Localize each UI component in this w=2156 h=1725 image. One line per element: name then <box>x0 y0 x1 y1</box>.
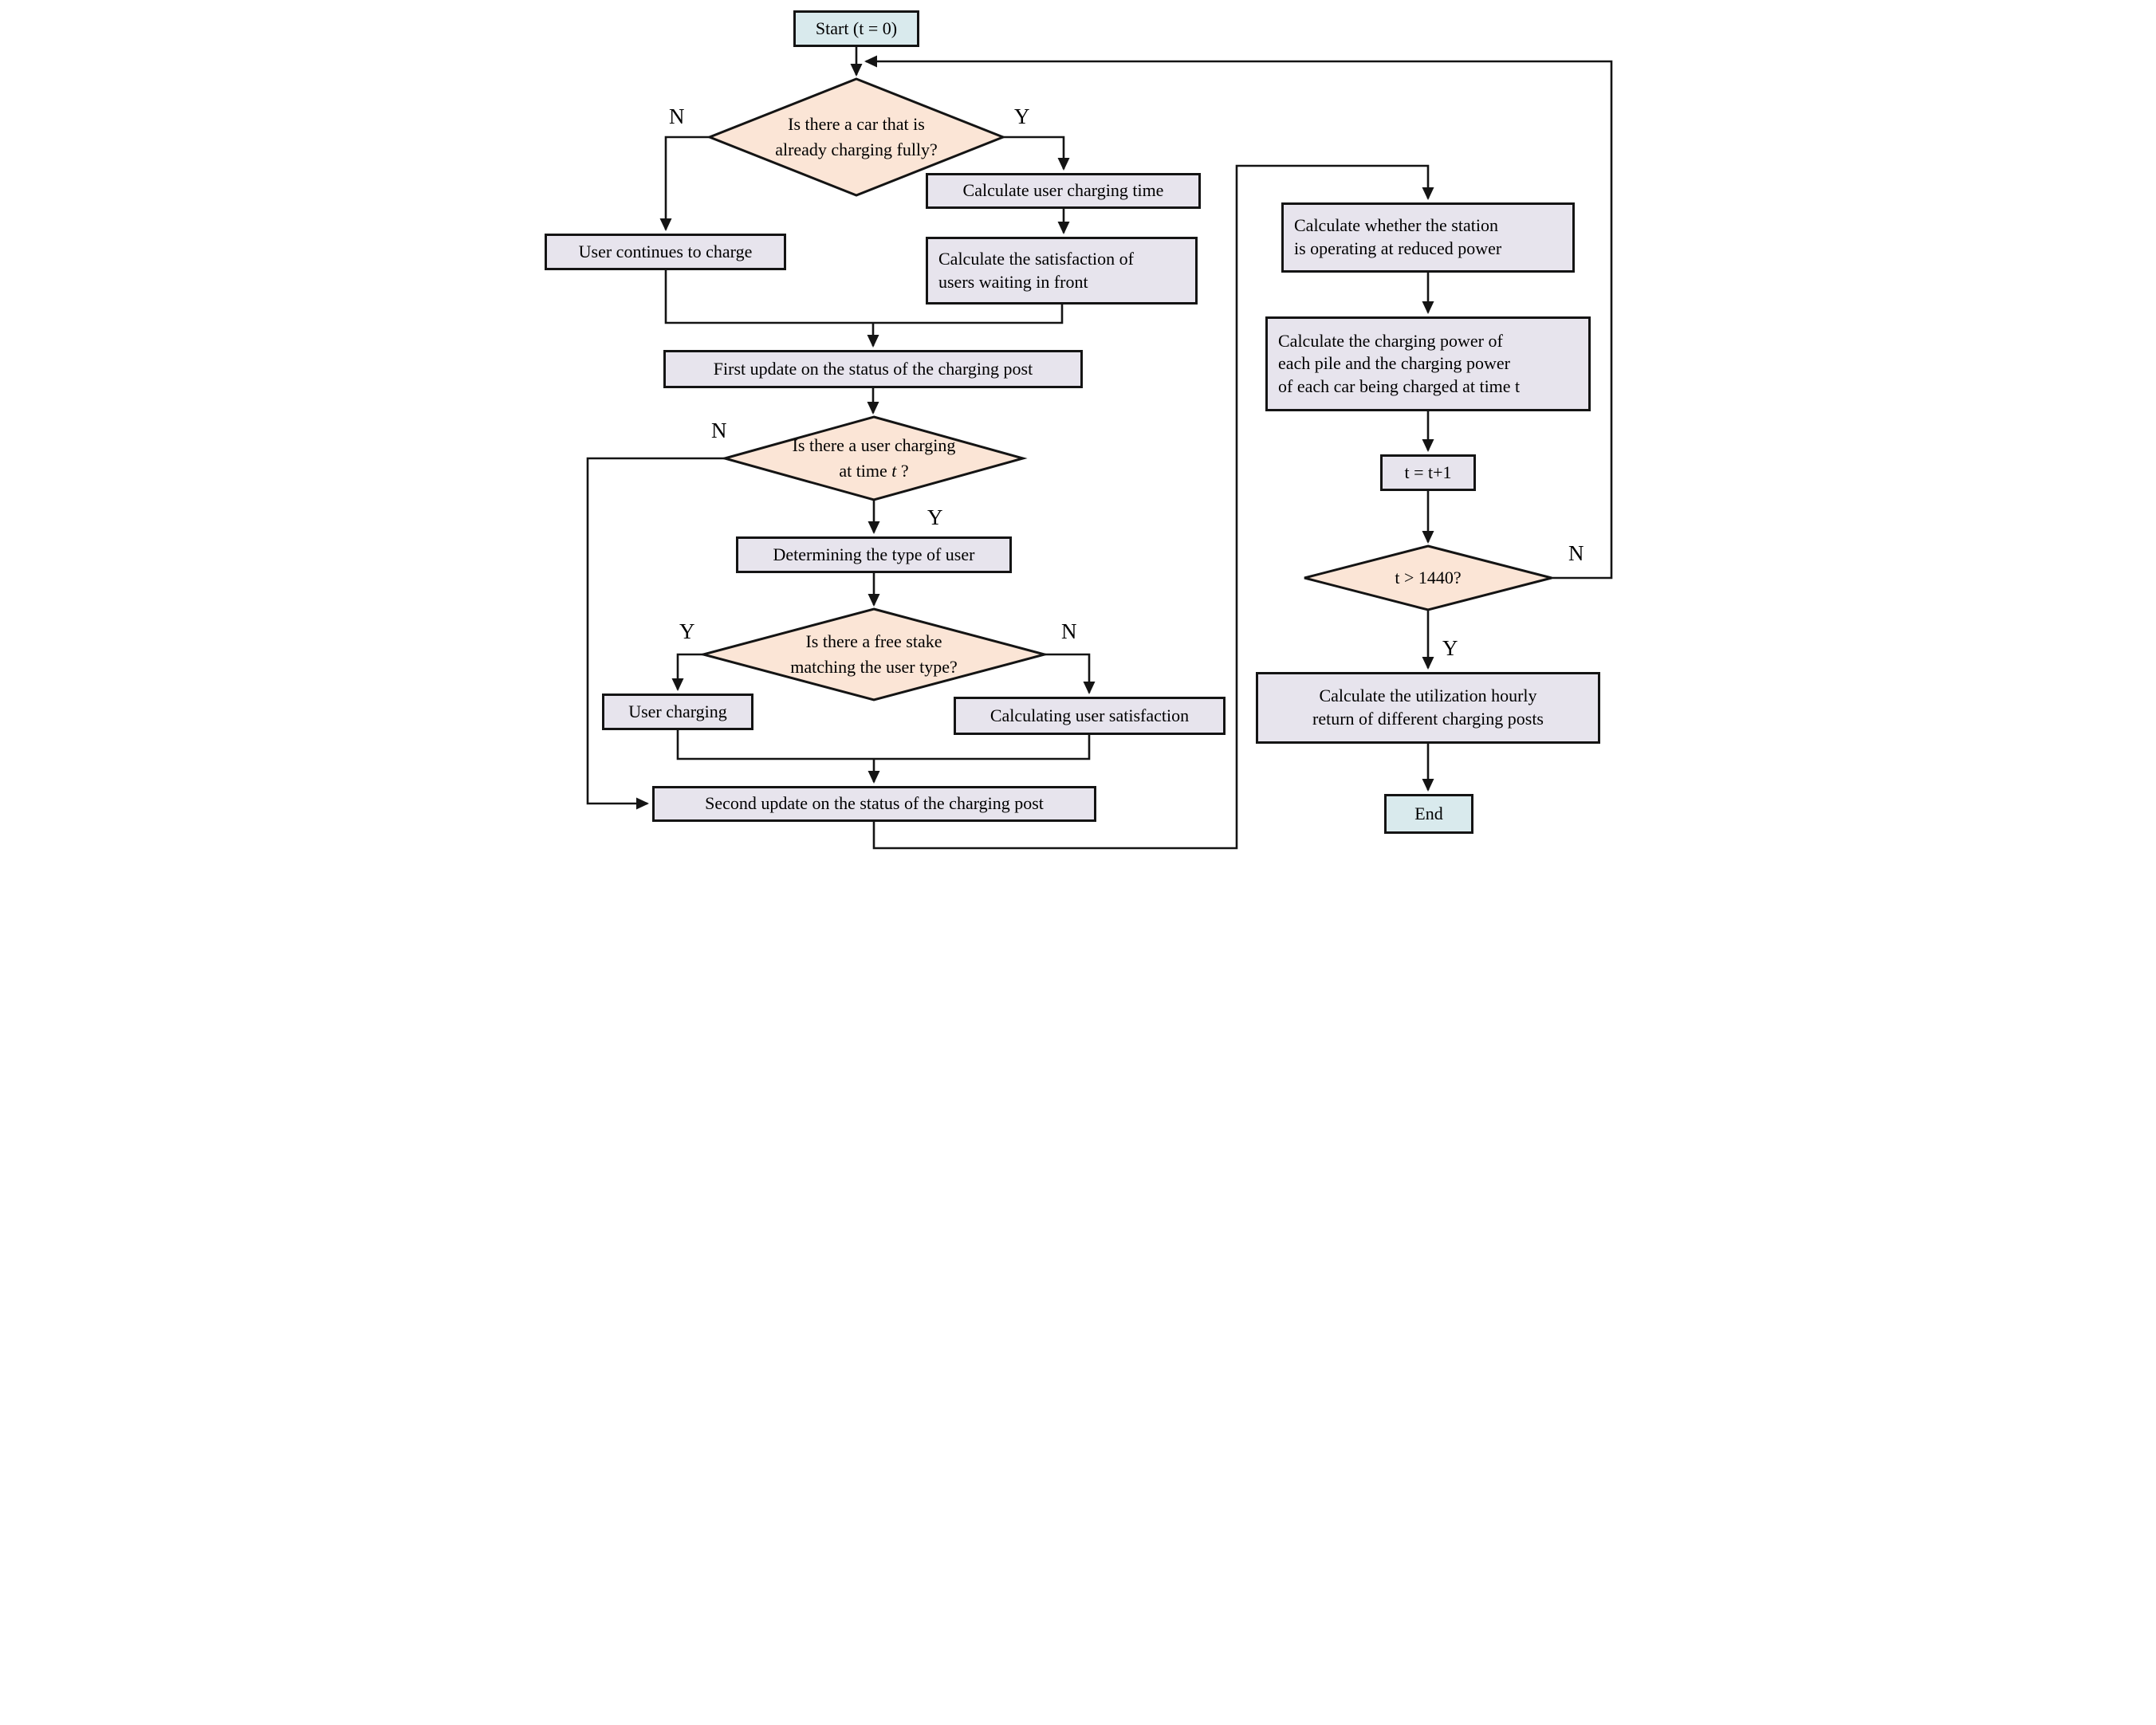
decision-t-1440-shape <box>1304 544 1552 611</box>
node-user-charging: User charging <box>602 694 753 730</box>
edge-d3-n <box>1045 653 1096 694</box>
node-calculate-reduced-power: Calculate whether the station is operati… <box>1281 202 1575 273</box>
node-start: Start (t = 0) <box>793 10 919 47</box>
node-calculating-user-satisfaction: Calculating user satisfaction <box>954 697 1226 735</box>
start-label: Start (t = 0) <box>815 18 898 38</box>
branch-label-d1-n: N <box>669 104 685 128</box>
branch-label-d4-n: N <box>1568 541 1584 565</box>
edge-d4-n-return-loop <box>864 55 1613 580</box>
end-label: End <box>1414 803 1443 823</box>
node-second-update-charging-post: Second update on the status of the charg… <box>652 786 1096 822</box>
edge-merge2-rail <box>676 730 1091 760</box>
node-calculate-charging-power: Calculate the charging power of each pil… <box>1265 316 1591 411</box>
decision-user-charging-shape <box>720 415 1028 501</box>
edge-d2-n <box>586 457 725 810</box>
branch-label-d4-y: Y <box>1442 636 1458 660</box>
edge-d1-n <box>659 136 710 231</box>
branch-label-d3-y: Y <box>679 619 695 643</box>
node-determining-user-type: Determining the type of user <box>736 536 1012 573</box>
node-t-increment: t = t+1 <box>1380 454 1476 491</box>
flowchart-canvas: Start (t = 0) End Is there a car that is… <box>539 0 1617 862</box>
node-first-update-charging-post: First update on the status of the chargi… <box>663 350 1083 388</box>
edge-d3-y <box>671 653 703 691</box>
node-calculate-utilization-return: Calculate the utilization hourly return … <box>1256 672 1600 744</box>
node-user-continues-to-charge: User continues to charge <box>545 234 786 270</box>
decision-free-stake-shape <box>698 607 1049 701</box>
branch-label-d1-y: Y <box>1014 104 1030 128</box>
edge-d1-y <box>1003 136 1070 171</box>
edge-secondupdate-to-rightcol <box>872 164 1434 850</box>
edge-merge1-rail <box>664 270 1064 324</box>
branch-label-d2-y: Y <box>927 505 943 529</box>
branch-label-d2-n: N <box>711 418 727 442</box>
node-end: End <box>1384 794 1473 834</box>
branch-label-d3-n: N <box>1061 619 1077 643</box>
connector-layer <box>586 47 1613 850</box>
decision-car-fully-charged-shape <box>706 77 1007 197</box>
node-calculate-satisfaction-waiting-users: Calculate the satisfaction of users wait… <box>926 237 1198 305</box>
node-calculate-user-charging-time: Calculate user charging time <box>926 173 1201 209</box>
